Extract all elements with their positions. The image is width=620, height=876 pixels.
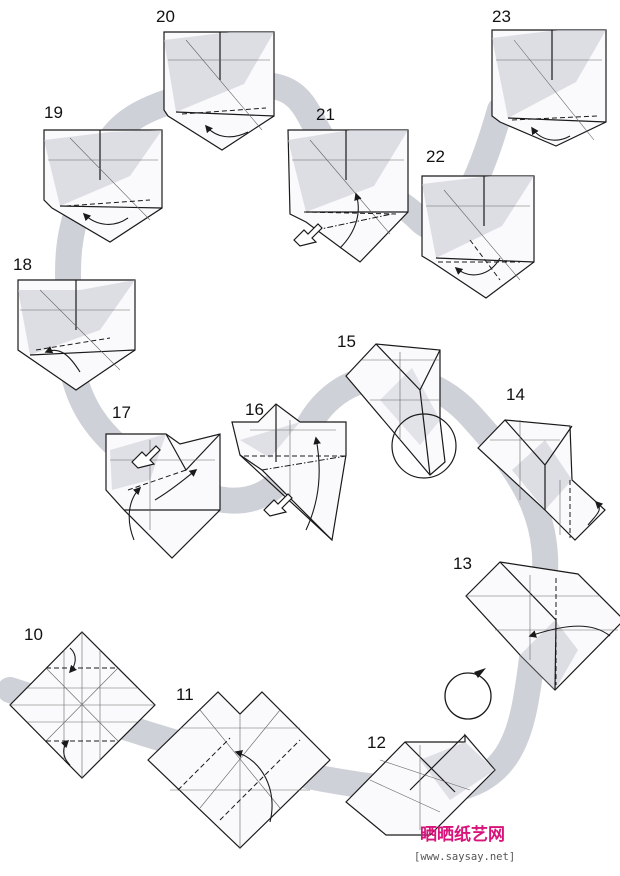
step-12-label: 12 [367,733,386,752]
step-19-label: 19 [44,103,63,122]
step-20-diagram [163,31,275,151]
step-23-diagram [491,29,607,147]
step-21-label: 21 [316,105,335,124]
step-20-label: 20 [156,7,175,26]
rotate-arrow-icon [444,668,492,720]
step-19-diagram [43,129,163,243]
step-14-diagram [477,419,606,541]
step-11-diagram [147,691,331,849]
step-14-label: 14 [506,385,525,404]
step-17-label: 17 [112,403,131,422]
step-11-label: 11 [176,685,194,704]
watermark-title: 晒晒纸艺网 [420,824,505,845]
push-arrow-icon [293,223,323,247]
step-16-label: 16 [245,400,264,419]
step-15-diagram [345,343,446,476]
step-23-label: 23 [492,7,511,26]
step-18-diagram [17,279,136,391]
step-18-label: 18 [13,255,32,274]
step-13-diagram [465,561,620,691]
step-10-label: 10 [24,625,43,644]
step-12-diagram [345,733,496,836]
step-13-label: 13 [453,554,472,573]
watermark-url: [www.saysay.net] [414,851,515,863]
push-arrow-icon [263,493,293,517]
step-15-label: 15 [337,332,356,351]
step-22-label: 22 [426,147,445,166]
step-17-diagram [105,433,221,559]
step-10-diagram [9,631,156,779]
step-22-diagram [421,175,535,299]
step-16-diagram [231,403,347,542]
zoom-circle-icon [391,413,457,479]
push-arrow-icon [131,445,161,469]
